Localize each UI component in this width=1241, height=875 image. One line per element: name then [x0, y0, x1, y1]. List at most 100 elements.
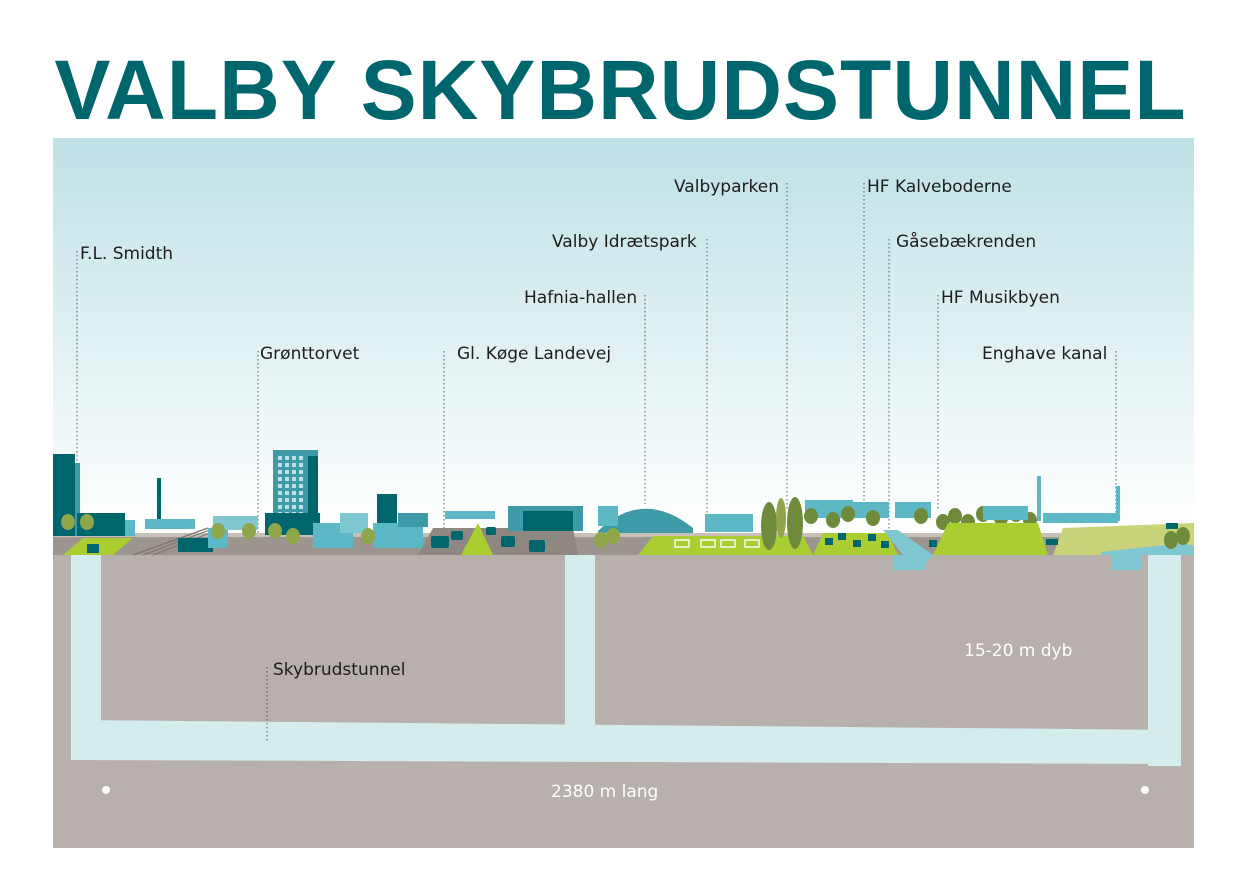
tree	[242, 523, 256, 539]
building	[377, 494, 397, 524]
window	[285, 498, 289, 502]
label-gl-koge-landevej: Gl. Køge Landevej	[457, 344, 612, 364]
tree	[606, 528, 620, 544]
car	[501, 536, 515, 547]
label-enghave-kanal: Enghave kanal	[982, 344, 1108, 364]
window	[278, 498, 282, 502]
tree	[804, 508, 818, 524]
window	[292, 477, 296, 481]
building	[87, 544, 99, 553]
tree	[361, 528, 375, 544]
building	[178, 538, 213, 552]
label-hf-kalveboderne: HF Kalveboderne	[867, 177, 1012, 197]
bridge	[445, 511, 495, 519]
tunnel	[71, 555, 1181, 766]
label-hf-musikbyen: HF Musikbyen	[941, 288, 1060, 308]
tree	[1164, 531, 1178, 549]
window	[299, 484, 303, 488]
grass	[933, 523, 1048, 555]
window	[278, 470, 282, 474]
car	[451, 531, 463, 540]
car	[431, 536, 449, 548]
window	[285, 477, 289, 481]
building	[75, 463, 80, 536]
house	[929, 540, 937, 547]
label-gronttorvet: Grønttorvet	[260, 344, 360, 364]
chimney	[1037, 476, 1041, 521]
label-gasebaekrenden: Gåsebækrenden	[896, 232, 1037, 252]
tree	[841, 506, 855, 522]
tree	[761, 502, 777, 550]
goal	[700, 539, 716, 548]
tree	[866, 510, 880, 526]
tree	[61, 514, 75, 530]
surface	[53, 450, 1194, 570]
window	[292, 463, 296, 467]
window	[299, 456, 303, 460]
building	[983, 506, 1028, 520]
window	[299, 470, 303, 474]
window	[278, 463, 282, 467]
label-fl-smidth: F.L. Smidth	[80, 244, 174, 264]
canal-basin	[1111, 555, 1141, 570]
house	[825, 538, 833, 545]
label-tunnel-length: 2380 m lang	[551, 782, 659, 802]
tree	[914, 508, 928, 524]
tree	[286, 528, 300, 544]
label-valbyparken: Valbyparken	[674, 177, 779, 197]
building	[523, 511, 573, 531]
length-end-dot	[1141, 786, 1149, 794]
length-start-dot	[102, 786, 110, 794]
tree	[776, 498, 786, 538]
label-valby-idraetspark: Valby Idrætspark	[552, 232, 697, 252]
chimney	[1116, 486, 1120, 521]
stadium	[705, 514, 753, 532]
building	[340, 513, 368, 533]
sports-field	[638, 536, 813, 555]
window	[285, 456, 289, 460]
house	[853, 540, 861, 547]
tree	[594, 532, 608, 548]
tree	[1176, 527, 1190, 545]
tree	[268, 523, 282, 539]
window	[292, 491, 296, 495]
tree	[948, 508, 962, 524]
cross-section-illustration	[53, 138, 1194, 848]
building	[125, 520, 135, 536]
window	[299, 498, 303, 502]
building	[1043, 513, 1118, 523]
water-basin	[893, 555, 925, 570]
building	[398, 513, 428, 527]
car	[529, 540, 545, 552]
hall-dome	[598, 508, 693, 533]
house	[838, 533, 846, 540]
window	[285, 491, 289, 495]
goal	[720, 539, 736, 548]
sky	[53, 138, 1194, 538]
label-tunnel-name: Skybrudstunnel	[273, 660, 406, 680]
grass	[461, 523, 493, 555]
window	[278, 505, 282, 509]
window	[292, 470, 296, 474]
window	[278, 477, 282, 481]
building	[373, 523, 423, 548]
tower-side	[308, 456, 318, 528]
tree	[826, 512, 840, 528]
house	[881, 541, 889, 548]
window	[299, 477, 303, 481]
window	[278, 491, 282, 495]
building	[598, 506, 618, 526]
window	[285, 463, 289, 467]
tunnel-tube	[71, 720, 1181, 764]
chimney	[157, 478, 161, 523]
tree	[80, 514, 94, 530]
window	[292, 505, 296, 509]
window	[278, 484, 282, 488]
window	[285, 470, 289, 474]
label-tunnel-depth: 15-20 m dyb	[964, 641, 1073, 661]
window	[299, 491, 303, 495]
window	[299, 463, 303, 467]
window	[299, 505, 303, 509]
building	[145, 519, 195, 529]
underground	[53, 555, 1194, 848]
